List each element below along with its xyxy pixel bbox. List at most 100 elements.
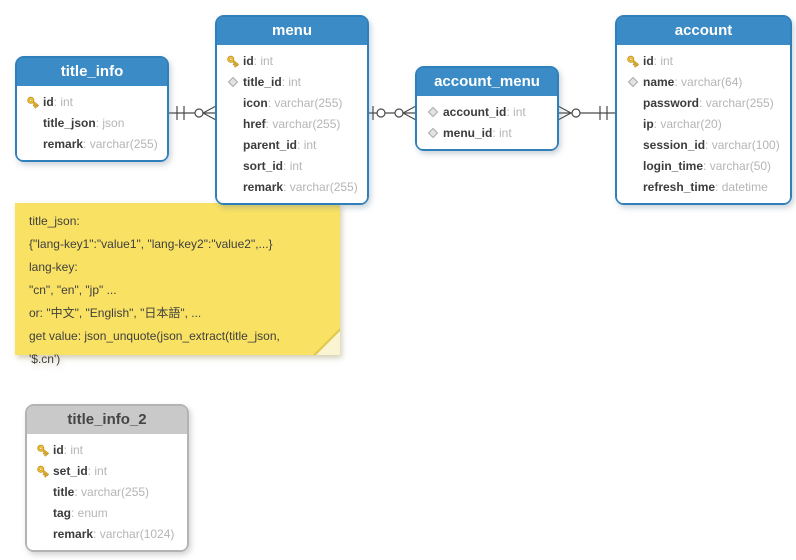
table-row[interactable]: login_time varchar(50) xyxy=(623,155,784,176)
field-type: varchar(255) xyxy=(268,96,342,110)
field-type: int xyxy=(282,75,301,89)
field-type: datetime xyxy=(715,180,768,194)
table-row[interactable]: title_json json xyxy=(23,112,161,133)
table-row[interactable]: password varchar(255) xyxy=(623,92,784,113)
field-name: id xyxy=(243,53,254,68)
field-name: menu_id xyxy=(443,125,493,140)
field-name: tag xyxy=(53,505,71,520)
field-type: varchar(20) xyxy=(654,117,721,131)
table-title[interactable]: menu xyxy=(217,17,367,45)
relationship-title_info-menu[interactable] xyxy=(164,105,218,121)
primary-key-icon xyxy=(623,54,643,68)
field-name: title_id xyxy=(243,74,282,89)
note-folded-corner-icon xyxy=(316,331,340,355)
field-name: name xyxy=(643,74,675,89)
note-line: {"lang-key1":"value1", "lang-key2":"valu… xyxy=(29,237,273,251)
table-row[interactable]: icon varchar(255) xyxy=(223,92,361,113)
table-row[interactable]: refresh_time datetime xyxy=(623,176,784,197)
field-type: varchar(50) xyxy=(703,159,771,173)
primary-key-icon xyxy=(23,95,43,109)
field-type: int xyxy=(88,464,107,478)
table-row[interactable]: session_id varchar(100) xyxy=(623,134,784,155)
table-row[interactable]: ip varchar(20) xyxy=(623,113,784,134)
field-name: ip xyxy=(643,116,654,131)
sticky-note[interactable]: title_json: {"lang-key1":"value1", "lang… xyxy=(15,203,340,366)
field-name: session_id xyxy=(643,137,706,152)
sticky-note-background xyxy=(15,203,340,355)
field-type: int xyxy=(54,95,73,109)
foreign-key-diamond-icon xyxy=(623,76,643,88)
table-title[interactable]: title_info xyxy=(17,58,167,86)
field-name: remark xyxy=(43,136,84,151)
primary-key-icon xyxy=(223,54,243,68)
field-type: varchar(1024) xyxy=(93,527,175,541)
sticky-note-text: title_json: {"lang-key1":"value1", "lang… xyxy=(29,210,312,366)
note-line: title_json: xyxy=(29,214,80,228)
table-row[interactable]: remark varchar(255) xyxy=(223,176,361,197)
foreign-key-diamond-icon xyxy=(423,106,443,118)
field-type: varchar(255) xyxy=(83,137,158,151)
table-row[interactable]: remark varchar(1024) xyxy=(33,523,181,544)
table-row[interactable]: set_id int xyxy=(33,460,181,481)
field-name: href xyxy=(243,116,266,131)
table-body: id int title_json json remark varchar(25… xyxy=(17,86,167,160)
field-type: int xyxy=(254,54,273,68)
primary-key-icon xyxy=(33,443,53,457)
table-row[interactable]: account_id int xyxy=(423,101,551,122)
table-body: id int set_id int title varchar(255) tag… xyxy=(27,434,187,550)
table-row[interactable]: id int xyxy=(623,50,784,71)
table-row[interactable]: parent_id int xyxy=(223,134,361,155)
field-name: title xyxy=(53,484,75,499)
field-type: varchar(255) xyxy=(74,485,149,499)
table-row[interactable]: tag enum xyxy=(33,502,181,523)
note-line: or: "中文", "English", "日本語", ... xyxy=(29,306,202,320)
field-name: account_id xyxy=(443,104,507,119)
field-name: password xyxy=(643,95,700,110)
table-row[interactable]: id int xyxy=(223,50,361,71)
table-row[interactable]: remark varchar(255) xyxy=(23,133,161,154)
field-name: remark xyxy=(53,526,94,541)
field-name: parent_id xyxy=(243,137,298,152)
table-row[interactable]: title_id int xyxy=(223,71,361,92)
note-line: lang-key: xyxy=(29,260,78,274)
table-title_info_2[interactable]: title_info_2 id int set_id int title var… xyxy=(25,404,189,552)
table-title_info[interactable]: title_info id int title_json json remark… xyxy=(15,56,169,162)
relationship-account_menu-account[interactable] xyxy=(557,105,617,121)
field-name: set_id xyxy=(53,463,88,478)
field-type: json xyxy=(96,116,124,130)
primary-key-icon xyxy=(33,464,53,478)
table-title[interactable]: account xyxy=(617,17,790,45)
table-row[interactable]: href varchar(255) xyxy=(223,113,361,134)
table-row[interactable]: sort_id int xyxy=(223,155,361,176)
table-title[interactable]: account_menu xyxy=(417,68,557,96)
field-name: refresh_time xyxy=(643,179,716,194)
field-type: varchar(100) xyxy=(705,138,780,152)
table-account_menu[interactable]: account_menu account_id int menu_id int xyxy=(415,66,559,151)
field-type: varchar(64) xyxy=(674,75,742,89)
field-type: int xyxy=(506,105,526,119)
field-type: varchar(255) xyxy=(266,117,340,131)
field-type: varchar(255) xyxy=(699,96,774,110)
table-row[interactable]: name varchar(64) xyxy=(623,71,784,92)
field-type: varchar(255) xyxy=(283,180,358,194)
table-row[interactable]: menu_id int xyxy=(423,122,551,143)
field-name: id xyxy=(643,53,654,68)
table-account[interactable]: account id int name varchar(64) password… xyxy=(615,15,792,205)
field-name: sort_id xyxy=(243,158,284,173)
table-row[interactable]: id int xyxy=(33,439,181,460)
foreign-key-diamond-icon xyxy=(223,76,243,88)
table-title[interactable]: title_info_2 xyxy=(27,406,187,434)
table-row[interactable]: title varchar(255) xyxy=(33,481,181,502)
note-line: "cn", "en", "jp" ... xyxy=(29,283,117,297)
field-name: id xyxy=(43,94,54,109)
field-type: int xyxy=(64,443,83,457)
field-name: login_time xyxy=(643,158,704,173)
relationship-menu-account_menu[interactable] xyxy=(366,105,417,121)
field-type: int xyxy=(492,126,512,140)
table-menu[interactable]: menu id int title_id int icon varchar(25… xyxy=(215,15,369,205)
table-body: id int title_id int icon varchar(255) hr… xyxy=(217,45,367,203)
field-type: int xyxy=(283,159,303,173)
table-row[interactable]: id int xyxy=(23,91,161,112)
field-type: int xyxy=(654,54,673,68)
